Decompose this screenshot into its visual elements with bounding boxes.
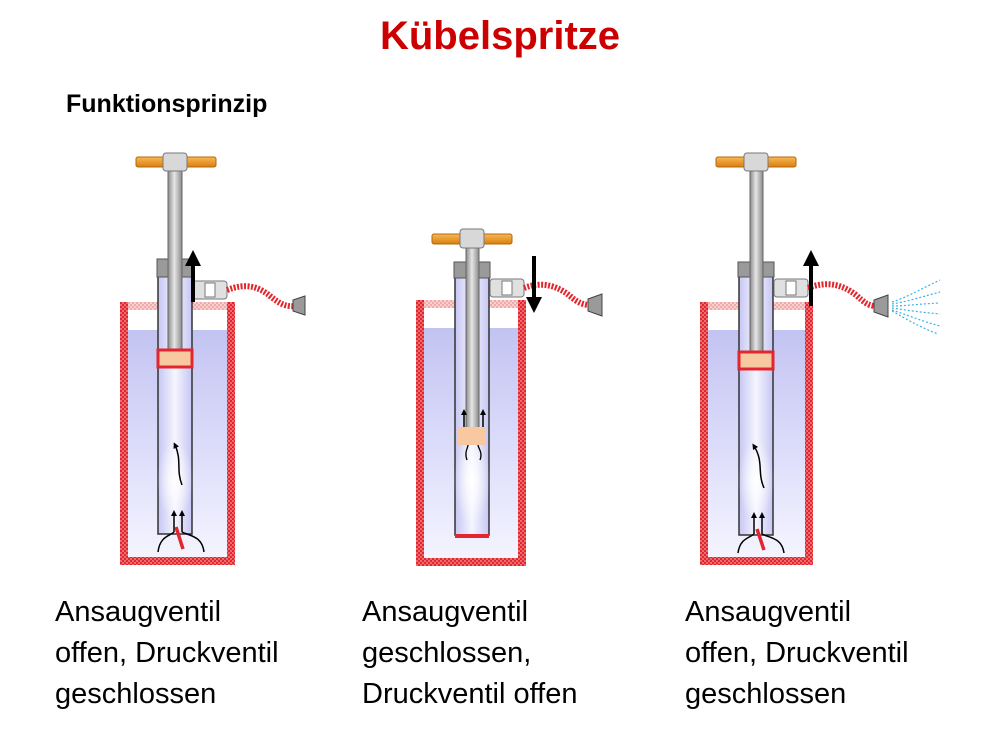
nozzle — [292, 295, 306, 316]
flow-curve — [465, 444, 469, 461]
container-wall-right — [518, 300, 526, 566]
caption-line: Ansaugventil — [685, 596, 852, 628]
inlet-flow-curve — [737, 533, 755, 554]
panel-1-sprayer — [120, 152, 306, 565]
caption-panel-2: Ansaugventil geschlossen, Druckventil of… — [362, 592, 577, 715]
hose — [806, 281, 877, 309]
inlet-valve-flap — [755, 528, 766, 551]
panel-3-sprayer — [700, 152, 941, 565]
hose — [225, 283, 297, 310]
caption-line: geschlossen — [55, 678, 217, 710]
page-subtitle: Funktionsprinzip — [66, 90, 268, 118]
flow-arrow — [752, 443, 765, 489]
piston-seal — [156, 348, 194, 369]
caption-line: offen, Druckventil — [55, 637, 279, 669]
piston-rod — [749, 164, 764, 356]
cylinder-bottom-valve — [455, 534, 489, 538]
piston-seal — [458, 427, 486, 445]
container-wall-right — [805, 302, 813, 565]
hose — [522, 281, 592, 308]
panel-2-sprayer — [416, 228, 603, 566]
container-wall-right — [227, 302, 235, 565]
piston-seal — [737, 350, 775, 371]
piston-rod — [465, 240, 480, 432]
caption-panel-1: Ansaugventil offen, Druckventil geschlos… — [55, 592, 279, 715]
cylinder-glow — [454, 435, 490, 525]
nozzle — [587, 293, 603, 317]
container-wall-left — [120, 302, 128, 565]
nozzle — [873, 294, 889, 318]
cylinder-glow — [157, 440, 193, 520]
container-bottom — [120, 557, 235, 565]
inlet-valve-flap — [174, 526, 185, 550]
cylinder-glow — [738, 440, 774, 520]
caption-line: offen, Druckventil — [685, 637, 909, 669]
page-title: Kübelspritze — [379, 14, 621, 58]
caption-line: Ansaugventil — [362, 596, 529, 628]
inlet-flow-curve — [157, 531, 175, 553]
inlet-flow-curve — [181, 531, 205, 553]
flow-curve — [477, 444, 482, 461]
handle-hub — [743, 152, 769, 172]
handle-hub — [162, 152, 188, 172]
pressure-valve-core — [785, 280, 797, 296]
caption-line: Ansaugventil — [55, 596, 222, 628]
caption-line: geschlossen, — [362, 637, 532, 669]
container-bottom — [416, 558, 526, 566]
spray-mist — [891, 279, 941, 335]
inlet-flow-curve — [761, 533, 785, 554]
piston-rod — [167, 164, 183, 356]
flow-arrow — [173, 442, 183, 486]
caption-line: geschlossen — [685, 678, 847, 710]
handle-hub — [459, 228, 485, 249]
caption-panel-3: Ansaugventil offen, Druckventil geschlos… — [685, 592, 909, 715]
pressure-valve-core — [501, 280, 513, 296]
container-wall-left — [416, 300, 424, 566]
caption-line: Druckventil offen — [362, 678, 578, 710]
pressure-valve-core — [204, 282, 216, 298]
container-bottom — [700, 557, 813, 565]
container-wall-left — [700, 302, 708, 565]
